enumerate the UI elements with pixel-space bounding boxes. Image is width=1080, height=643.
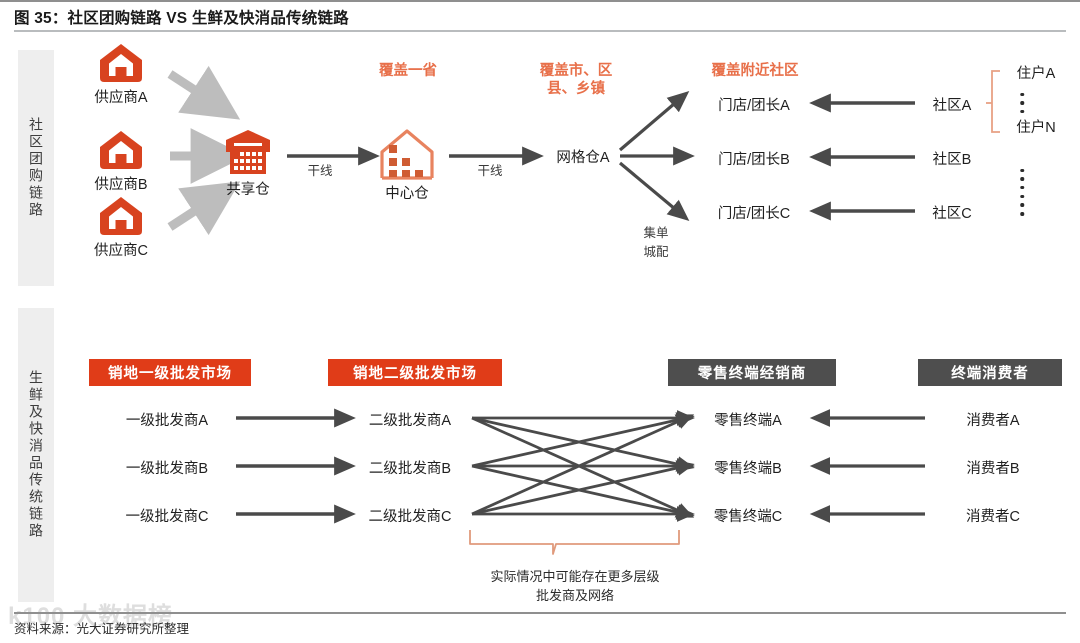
household-last-label: 住户N	[1016, 120, 1056, 136]
retail-b-label: 零售终端B	[714, 461, 782, 477]
coverage-city-label: 覆盖市、区 县、乡镇	[540, 62, 613, 98]
source-note: 资料来源：光大证券研究所整理	[14, 622, 190, 636]
section-label-community-chain: 社区团购链路	[18, 50, 54, 286]
retail-a-label: 零售终端A	[714, 413, 782, 429]
house-outline-icon-central	[380, 129, 434, 180]
community-c-label: 社区C	[932, 206, 972, 222]
coverage-community-label: 覆盖附近社区	[711, 63, 799, 79]
coverage-city-line1: 覆盖市、区	[539, 63, 613, 79]
note-line2: 批发商及网络	[535, 588, 615, 603]
city-delivery-line1: 集单	[643, 226, 669, 240]
household-bracket	[991, 70, 1000, 133]
house-icon-supplier-a	[100, 44, 142, 82]
community-a-label: 社区A	[932, 98, 972, 114]
grid-warehouse-label: 网格仓A	[556, 150, 610, 166]
consumer-c-label: 消费者C	[966, 509, 1020, 525]
warehouse-icon-shared	[226, 130, 270, 174]
arrow-grid-to-store-c	[618, 161, 690, 221]
top-rule	[0, 0, 1080, 2]
house-icon-supplier-c	[100, 197, 142, 235]
community-b-label: 社区B	[932, 152, 972, 168]
page-title: 图 35：社区团购链路 VS 生鲜及快消品传统链路	[14, 10, 349, 27]
store-c-label: 门店/团长C	[717, 206, 791, 222]
footer-rule	[14, 612, 1066, 614]
store-a-label: 门店/团长A	[718, 98, 790, 114]
arrow-supplier-c-to-shared	[167, 181, 241, 236]
tier2-a-label: 二级批发商A	[368, 413, 452, 429]
consumer-b-label: 消费者B	[966, 461, 1020, 477]
tier1-c-label: 一级批发商C	[125, 509, 209, 525]
city-delivery-line2: 城配	[643, 245, 669, 259]
supplier-b: 供应商B	[94, 171, 147, 194]
supplier-a-label: 供应商A	[94, 90, 148, 106]
tier2-c-label: 二级批发商C	[368, 509, 452, 525]
header-end-consumer: 终端消费者	[918, 359, 1062, 386]
arrow-grid-to-store-a	[618, 90, 690, 152]
tier2-b-label: 二级批发商B	[368, 461, 452, 477]
household-ellipsis-dots	[1020, 90, 1024, 116]
community-ellipsis-dots	[1020, 166, 1024, 218]
coverage-city-line2: 县、乡镇	[547, 81, 605, 98]
supplier-b-label: 供应商B	[94, 177, 148, 193]
tier1-a-label: 一级批发商A	[125, 413, 209, 429]
note-brace	[469, 530, 680, 555]
supplier-c: 供应商C	[94, 237, 148, 260]
store-b-label: 门店/团长B	[718, 152, 790, 168]
central-warehouse-label: 中心仓	[385, 186, 429, 202]
section-label-traditional-chain: 生鲜及快消品传统链路	[18, 308, 54, 602]
note-line1: 实际情况中可能存在更多层级	[490, 569, 660, 584]
header-tier2-market: 销地二级批发市场	[328, 359, 502, 386]
consumer-a-label: 消费者A	[966, 413, 1020, 429]
watermark: k100 大数据榜	[8, 603, 174, 630]
arrow-supplier-a-to-shared	[167, 65, 241, 120]
header-retail-distributor: 零售终端经销商	[668, 359, 836, 386]
trunkline-2-label: 干线	[477, 164, 503, 178]
trunkline-1-label: 干线	[307, 164, 333, 178]
retail-c-label: 零售终端C	[713, 509, 783, 525]
tier1-b-label: 一级批发商B	[125, 461, 209, 477]
supplier-c-label: 供应商C	[94, 243, 148, 259]
household-first-label: 住户A	[1016, 66, 1056, 82]
supplier-a: 供应商A	[94, 84, 147, 107]
mesh-tier2-to-retail	[471, 410, 695, 522]
shared-warehouse-label: 共享仓	[226, 182, 270, 198]
house-icon-supplier-b	[100, 131, 142, 169]
title-rule	[14, 30, 1066, 32]
header-tier1-market: 销地一级批发市场	[89, 359, 251, 386]
coverage-province-label: 覆盖一省	[379, 63, 437, 79]
